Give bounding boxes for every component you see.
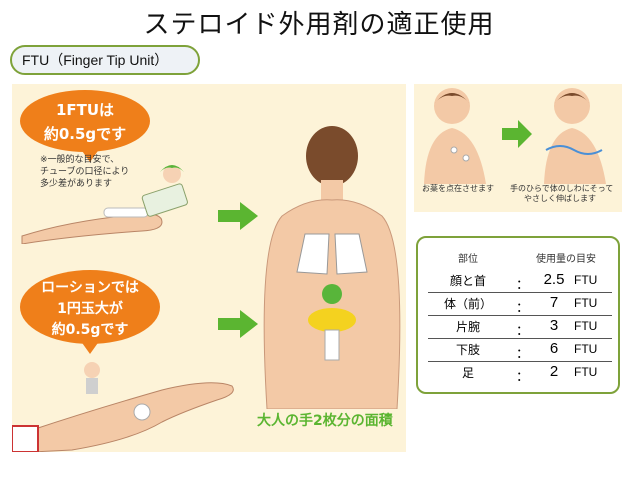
photo-caption-left: お薬を点在させます <box>422 184 494 193</box>
fairy-head-icon <box>163 165 181 183</box>
body-part: 顔と首 <box>449 274 486 288</box>
lotion-bubble: ローションでは 1円玉大が 約0.5gです <box>20 270 160 354</box>
header-amount: 使用量の目安 <box>536 254 596 265</box>
table-row: 下肢 ： 6 FTU <box>428 339 612 362</box>
bubble-line: 約0.5gです <box>43 125 127 143</box>
fairy-head-icon <box>322 284 342 304</box>
caption-line: やさしく伸ばします <box>524 194 596 203</box>
child-body-right <box>544 128 606 184</box>
back-illustration <box>263 126 401 409</box>
table-row: 顔と首 ： 2.5 FTU <box>428 270 612 293</box>
table-row: 片腕 ： 3 FTU <box>428 316 612 339</box>
lotion-drop <box>133 403 151 421</box>
fingertip-tube-illustration <box>21 165 188 244</box>
fairy-skirt-icon <box>308 308 356 332</box>
separator: ： <box>516 370 530 385</box>
child-applying-illustration <box>424 88 606 184</box>
ftu-amount-table: 部位 使用量の目安 顔と首 ： 2.5 FTU 体（前） ： 7 FTU 片腕 … <box>416 236 620 394</box>
photo-caption-right: 手のひらで体のしわにそって やさしく伸ばします <box>510 184 613 204</box>
amount-value: 6 <box>549 340 559 357</box>
bubble-line: 1円玉大が <box>57 301 123 317</box>
right-hand-outline <box>334 233 368 275</box>
child-hair-left <box>434 93 470 104</box>
spread-motion-icon <box>545 145 603 155</box>
header-part: 部位 <box>458 254 478 265</box>
separator: ： <box>516 347 530 362</box>
palm-illustration <box>12 362 234 452</box>
caption-line: 手のひらで体のしわにそって <box>510 184 614 193</box>
separator: ： <box>516 301 530 316</box>
ointment-dot <box>450 146 458 154</box>
amount-value: 3 <box>549 317 559 334</box>
body-part: 足 <box>461 366 474 380</box>
child-head-right <box>554 88 590 124</box>
ftu-illustration-panel: 1FTUは 約0.5gです ※一般的な目安で、 チューブの口径により 多少差があ… <box>12 84 406 452</box>
finger-shape <box>21 213 163 244</box>
palm-shape <box>31 382 234 452</box>
ftu-bubble: 1FTUは 約0.5gです <box>20 90 150 162</box>
amount-value: 2 <box>549 363 559 380</box>
amount-unit: FTU <box>574 365 598 379</box>
child-hair-right <box>554 93 590 104</box>
body-part: 片腕 <box>455 320 480 334</box>
application-photo: お薬を点在させます 手のひらで体のしわにそって やさしく伸ばします <box>414 84 622 212</box>
amount-unit: FTU <box>574 342 598 356</box>
separator: ： <box>516 278 530 293</box>
note-line: 多少差があります <box>40 179 113 189</box>
ointment-strip <box>103 207 149 218</box>
page-title: ステロイド外用剤の適正使用 <box>143 10 495 40</box>
amount-value: 2.5 <box>543 271 565 288</box>
table-row: 体（前） ： 7 FTU <box>428 293 612 316</box>
fairy-body-icon <box>86 378 98 394</box>
left-hand-outline <box>296 233 330 275</box>
bubble-line: 約0.5gです <box>51 322 129 338</box>
neck <box>321 180 343 200</box>
tube-icon <box>141 183 188 217</box>
shirt-cuff <box>12 425 39 452</box>
body-part: 体（前） <box>443 297 492 311</box>
bubble-line: 1FTUは <box>55 101 115 119</box>
arrow-right-icon <box>502 120 532 148</box>
child-head-left <box>434 88 470 124</box>
amount-unit: FTU <box>574 273 598 287</box>
fairy-hair-icon <box>160 165 184 172</box>
amount-unit: FTU <box>574 296 598 310</box>
fairy-head-icon <box>84 362 100 378</box>
ointment-dot <box>462 154 470 162</box>
amount-value: 7 <box>549 294 559 311</box>
tube-note: ※一般的な目安で、 チューブの口径により 多少差があります <box>40 154 129 190</box>
amount-unit: FTU <box>574 319 598 333</box>
torso <box>263 199 401 409</box>
bubble-line: ローションでは <box>41 280 139 296</box>
note-line: ※一般的な目安で、 <box>40 155 120 165</box>
table-row: 足 ： 2 FTU <box>428 362 612 385</box>
body-part: 下肢 <box>455 343 480 357</box>
note-line: チューブの口径により <box>40 167 130 177</box>
child-body-left <box>424 128 486 184</box>
ftu-label: FTU（Finger Tip Unit） <box>10 45 200 75</box>
separator: ： <box>516 324 530 339</box>
fairy-legs-icon <box>324 329 340 361</box>
head-hair <box>306 126 358 186</box>
hand-area-caption: 大人の手2枚分の面積 <box>257 413 393 429</box>
